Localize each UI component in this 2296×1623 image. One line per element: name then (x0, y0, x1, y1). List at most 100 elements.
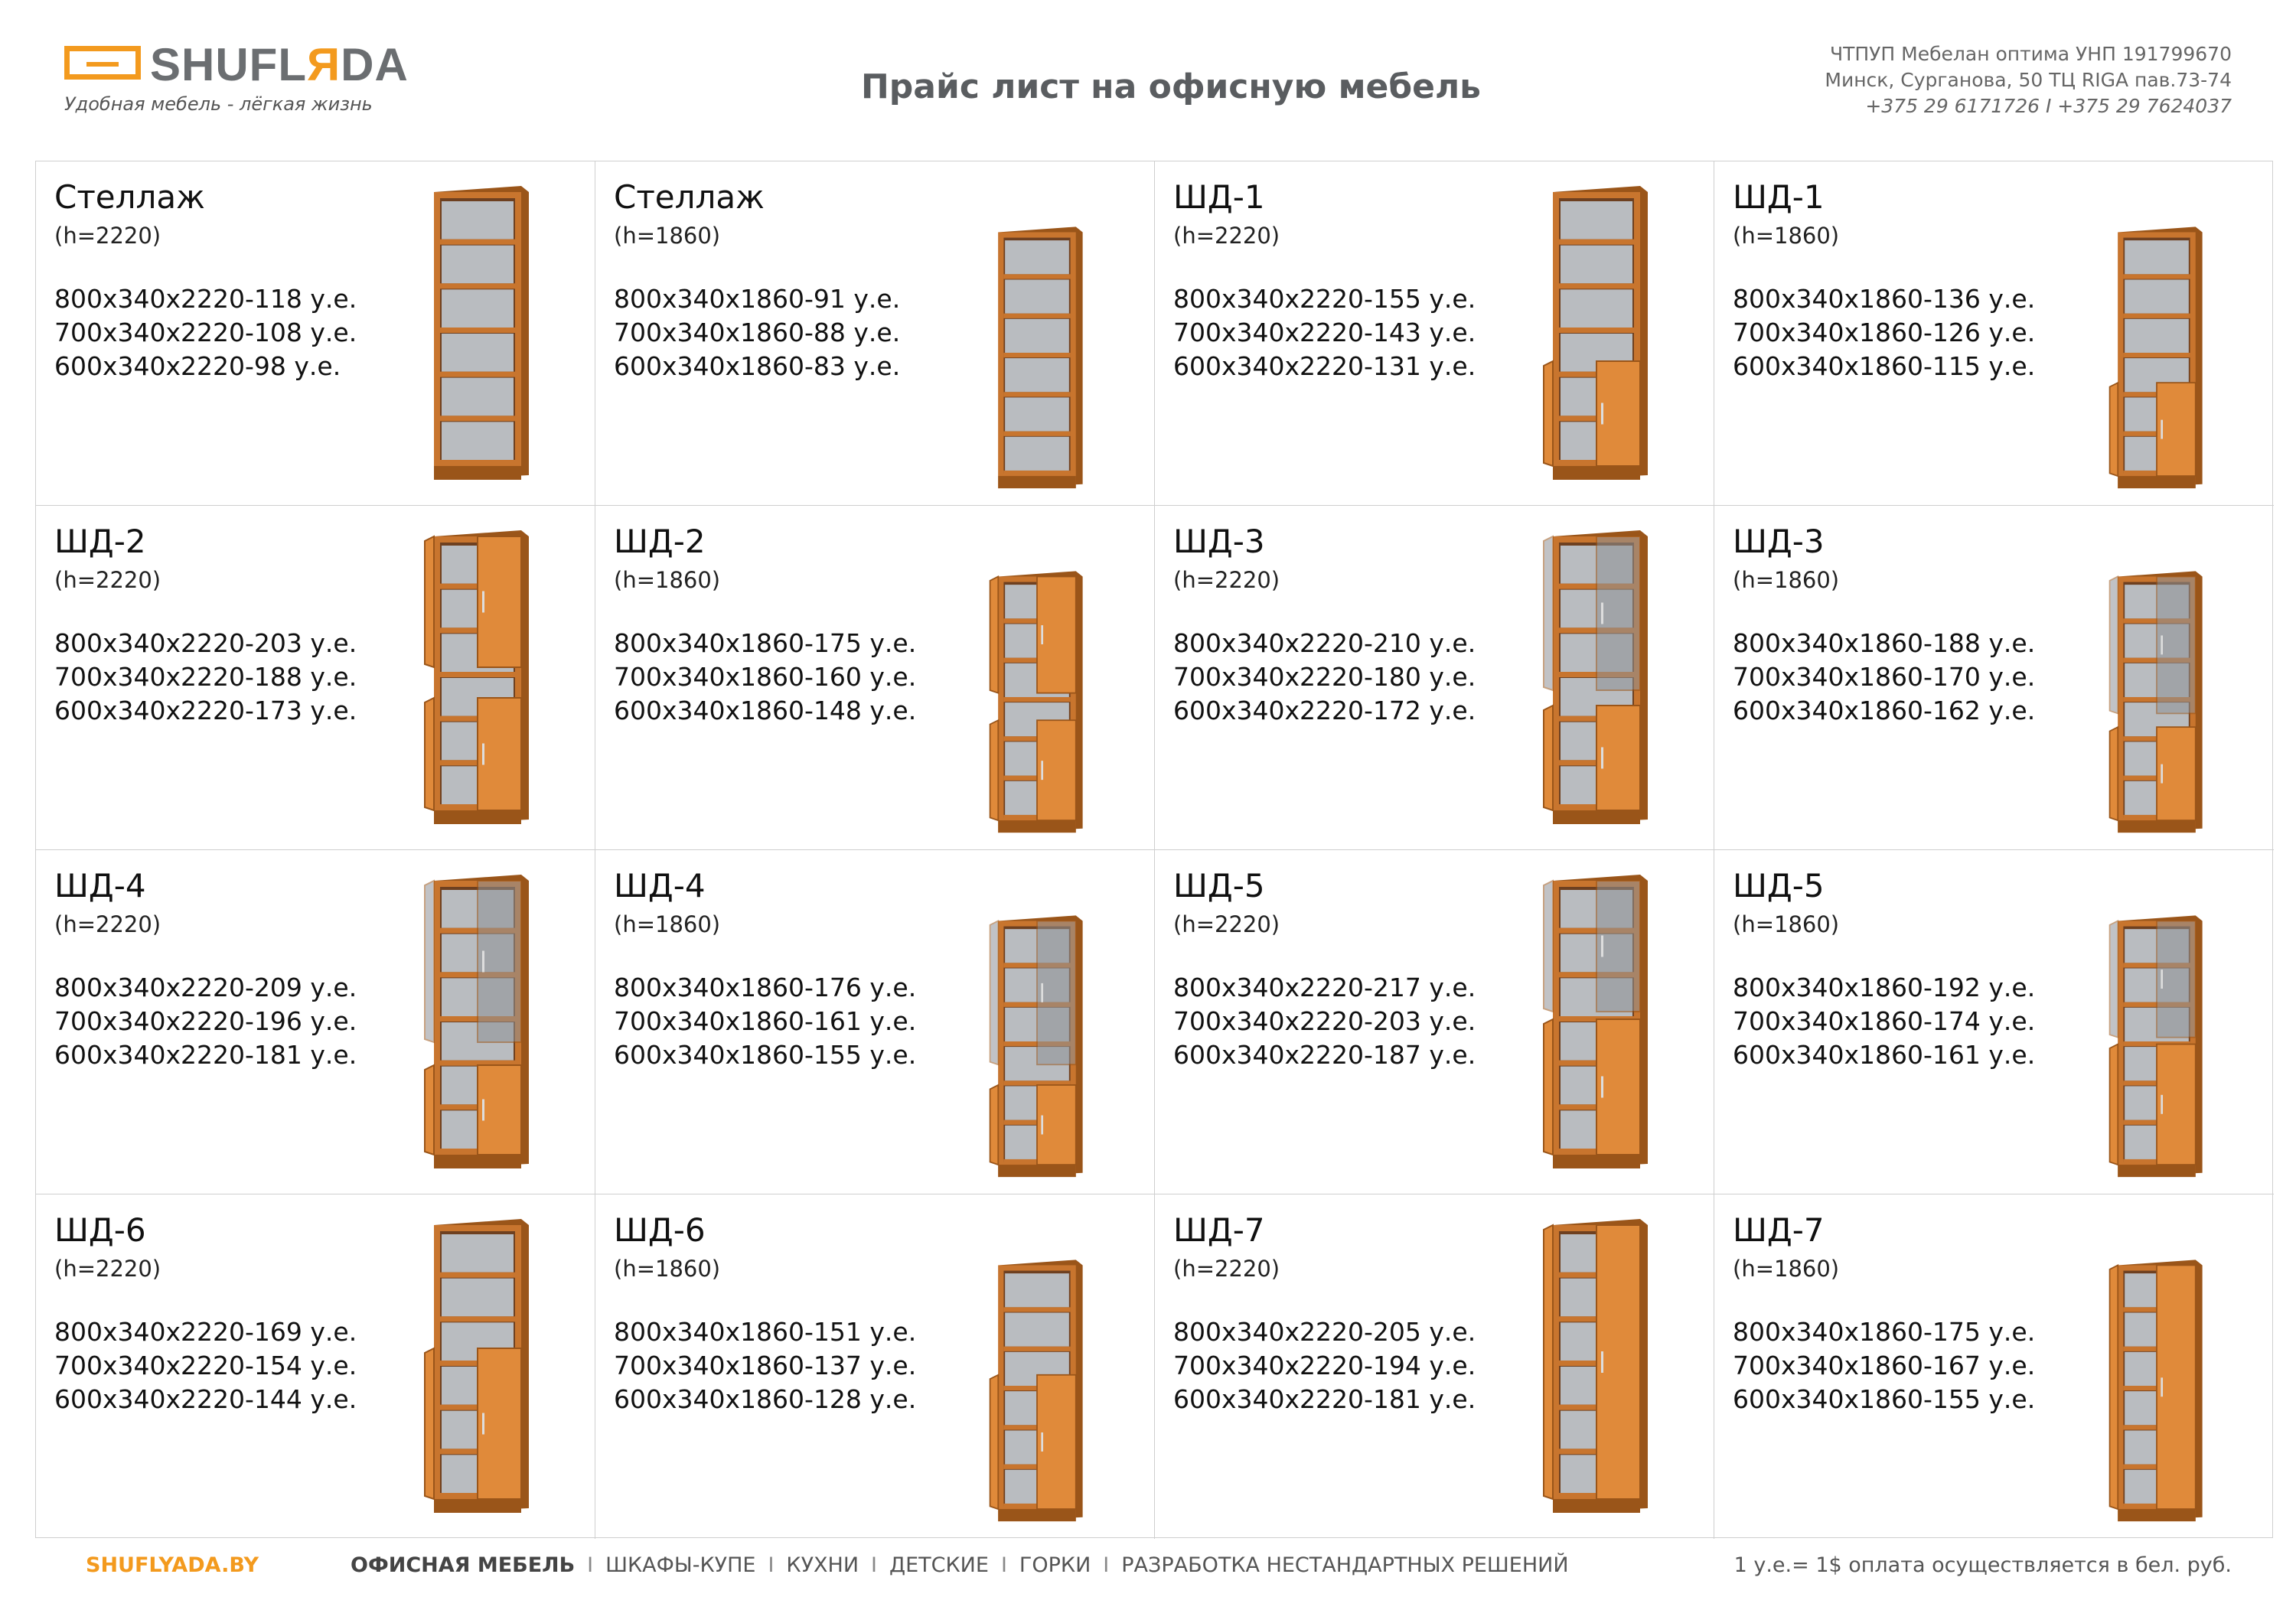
price-line: 800x340x1860-91 у.е. (614, 284, 901, 314)
price-line: 800x340x2220-209 у.е. (54, 973, 357, 1002)
cabinet-image (980, 567, 1094, 839)
product-height: (h=2220) (1173, 1256, 1280, 1282)
footer-menu-item[interactable]: ГОРКИ (1019, 1553, 1091, 1577)
price-line: 700x340x1860-137 у.е. (614, 1351, 917, 1380)
footer-menu-item[interactable]: РАЗРАБОТКА НЕСТАНДАРТНЫХ РЕШЕНИЙ (1121, 1553, 1569, 1577)
company-name: ЧТПУП Мебелан оптима УНП 191799670 (1829, 43, 2232, 65)
price-line: 800x340x2220-118 у.е. (54, 284, 357, 314)
price-line: 700x340x1860-167 у.е. (1733, 1351, 2036, 1380)
price-line: 700x340x1860-126 у.е. (1733, 318, 2036, 347)
product-height: (h=2220) (54, 567, 161, 593)
price-line: 800x340x1860-136 у.е. (1733, 284, 2036, 314)
footer-menu-item[interactable]: ОФИСНАЯ МЕБЕЛЬ (351, 1553, 576, 1577)
price-list: 800x340x2220-217 у.е.700x340x2220-203 у.… (1173, 971, 1476, 1072)
menu-separator: I (587, 1553, 594, 1577)
price-list: 800x340x1860-176 у.е. 700x340x1860-161 у.… (614, 971, 916, 1072)
product-card: ШД-1 (h=1860) 800x340x1860-136 у.е. 700x340… (1714, 161, 2274, 506)
header: SHUFLЯDA Удобная мебель - лёгкая жизнь П… (0, 0, 2296, 153)
price-grid: Стеллаж (h=2220) 800x340x2220-118 у.е. 700x… (35, 161, 2274, 1539)
logo-tagline: Удобная мебель - лёгкая жизнь (64, 93, 373, 115)
cabinet-image (420, 518, 535, 839)
price-list: 800x340x1860-188 у.е.700x340x1860-170 у.… (1733, 627, 2035, 728)
cabinet-image (420, 862, 535, 1184)
product-card: ШД-4 (h=1860) 800x340x1860-176 у.е. 700x340… (595, 850, 1155, 1194)
site-link[interactable]: SHUFLYADA.BY (86, 1553, 259, 1577)
logo[interactable]: SHUFLЯDA Удобная мебель - лёгкая жизнь (64, 38, 416, 122)
product-height: (h=1860) (1733, 1256, 1840, 1282)
product-name: ШД-3 (1173, 523, 1265, 560)
price-line: 700x340x2220-154 у.е. (54, 1351, 357, 1380)
cabinet-image (420, 1207, 535, 1528)
product-name: ШД-3 (1733, 523, 1825, 560)
price-line: 700x340x2220-108 у.е. (54, 318, 357, 347)
cabinet-image (2099, 223, 2214, 495)
price-line: 600x340x2220-181 у.е. (1173, 1384, 1476, 1414)
price-line: 800x340x2220-217 у.е. (1173, 973, 1476, 1002)
product-name: ШД-7 (1733, 1211, 1825, 1249)
cabinet-image (2099, 567, 2214, 839)
price-list: 800x340x1860-175 у.е.700x340x1860-160 у.… (614, 627, 916, 728)
product-name: Стеллаж (614, 178, 765, 216)
cabinet-image (1539, 174, 1654, 495)
price-list: 800x340x2220-118 у.е. 700x340x2220-108 у.… (54, 282, 357, 383)
product-name: ШД-2 (54, 523, 146, 560)
product-card: ШД-4(h=2220)800x340x2220-209 у.е.700x340… (36, 850, 595, 1194)
price-list: 800x340x1860-91 у.е.700x340x1860-88 у.е.… (614, 282, 900, 383)
price-list: 800x340x1860-175 у.е.700x340x1860-167 у.… (1733, 1315, 2035, 1416)
product-card: ШД-2 (h=2220) 800x340x2220-203 у.е.700x340… (36, 506, 595, 850)
product-card: Стеллаж (h=1860) 800x340x1860-91 у.е.700x3… (595, 161, 1155, 506)
cabinet-image (980, 1256, 1094, 1528)
price-line: 600x340x2220-181 у.е. (54, 1040, 357, 1070)
price-line: 600x340x2220-172 у.е. (1173, 696, 1476, 725)
product-height: (h=2220) (1173, 911, 1280, 937)
product-height: (h=1860) (614, 223, 721, 249)
price-line: 800x340x1860-192 у.е. (1733, 973, 2036, 1002)
cabinet-image (1539, 518, 1654, 839)
product-card: ШД-1(h=2220)800x340x2220-155 у.е.700x340… (1155, 161, 1714, 506)
price-line: 600x340x2220-131 у.е. (1173, 351, 1476, 381)
product-height: (h=2220) (54, 911, 161, 937)
company-phones: +375 29 6171726 I +375 29 7624037 (1865, 95, 2232, 117)
product-name: ШД-4 (614, 867, 706, 904)
product-name: Стеллаж (54, 178, 205, 216)
cabinet-image (980, 911, 1094, 1184)
product-name: ШД-4 (54, 867, 146, 904)
price-line: 700x340x2220-188 у.е. (54, 662, 357, 692)
price-line: 800x340x2220-205 у.е. (1173, 1317, 1476, 1347)
page-title: Прайс лист на офисную мебель (860, 67, 1481, 106)
price-line: 700x340x2220-180 у.е. (1173, 662, 1476, 692)
menu-separator: I (1000, 1553, 1007, 1577)
price-line: 600x340x2220-144 у.е. (54, 1384, 357, 1414)
logo-text: SHUFLЯDA (150, 39, 409, 90)
product-card: ШД-2(h=1860)800x340x1860-175 у.е.700x340… (595, 506, 1155, 850)
product-card: ШД-3(h=2220)800x340x2220-210 у.е.700x340… (1155, 506, 1714, 850)
cabinet-image (1539, 1207, 1654, 1528)
price-line: 800x340x1860-175 у.е. (614, 628, 917, 658)
price-line: 800x340x2220-155 у.е. (1173, 284, 1476, 314)
price-list: 800x340x2220-155 у.е.700x340x2220-143 у.… (1173, 282, 1476, 383)
price-list: 800x340x2220-203 у.е.700x340x2220-188 у.… (54, 627, 357, 728)
price-line: 800x340x2220-169 у.е. (54, 1317, 357, 1347)
menu-separator: I (768, 1553, 775, 1577)
product-card: ШД-3(h=1860)800x340x1860-188 у.е.700x340… (1714, 506, 2274, 850)
product-card: ШД-6(h=1860)800x340x1860-151 у.е.700x340… (595, 1194, 1155, 1539)
product-name: ШД-6 (614, 1211, 706, 1249)
cabinet-image (2099, 911, 2214, 1184)
footer-menu-item[interactable]: КУХНИ (786, 1553, 859, 1577)
product-height: (h=1860) (1733, 223, 1840, 249)
price-line: 700x340x1860-170 у.е. (1733, 662, 2036, 692)
product-name: ШД-7 (1173, 1211, 1265, 1249)
footer-menu-item[interactable]: ШКАФЫ-КУПЕ (605, 1553, 756, 1577)
cabinet-image (1539, 862, 1654, 1184)
product-height: (h=1860) (614, 911, 721, 937)
price-list: 800x340x2220-205 у.е.700x340x2220-194 у.… (1173, 1315, 1476, 1416)
price-line: 700x340x1860-161 у.е. (614, 1006, 917, 1036)
footer-menu-item[interactable]: ДЕТСКИЕ (889, 1553, 989, 1577)
price-line: 600x340x1860-161 у.е. (1733, 1040, 2036, 1070)
price-list: 800x340x1860-136 у.е. 700x340x1860-126 у.… (1733, 282, 2035, 383)
product-name: ШД-1 (1733, 178, 1825, 216)
product-card: ШД-7 (h=2220) 800x340x2220-205 у.е.700x340… (1155, 1194, 1714, 1539)
price-line: 800x340x1860-176 у.е. (614, 973, 917, 1002)
company-address: Минск, Сурганова, 50 ТЦ RIGA пав.73-74 (1825, 69, 2232, 91)
menu-separator: I (871, 1553, 878, 1577)
